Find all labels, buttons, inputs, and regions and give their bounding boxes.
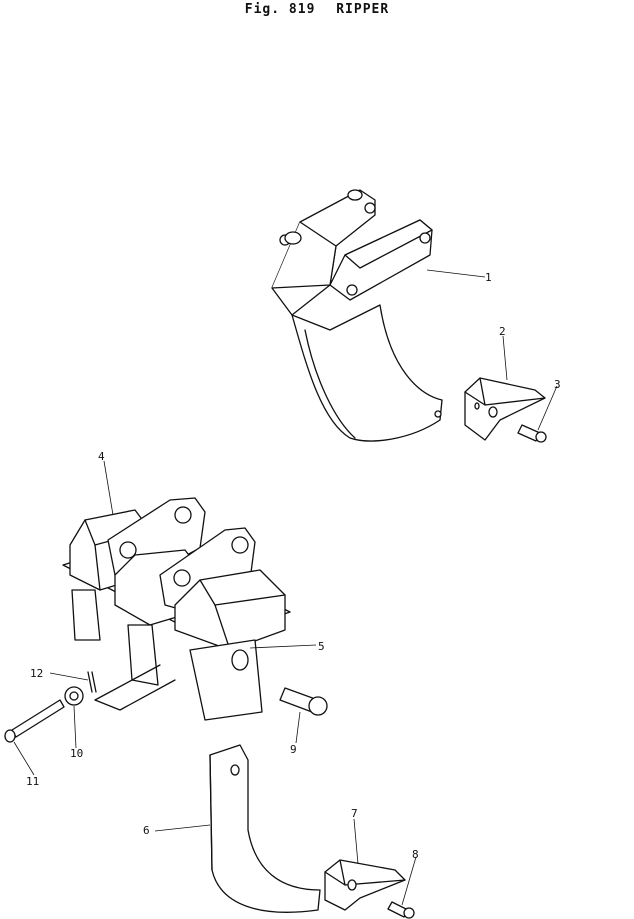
callout-4: 4	[98, 450, 105, 463]
figure-name: RIPPER	[336, 2, 390, 17]
callout-8: 8	[412, 848, 419, 861]
part-11-bolt	[4, 699, 65, 743]
figure-number: Fig. 819	[244, 2, 316, 17]
callout-5: 5	[318, 640, 325, 653]
callout-10: 10	[70, 747, 83, 760]
figure-title: Fig. 819 RIPPER	[0, 2, 634, 17]
callout-7: 7	[351, 807, 358, 820]
callout-9: 9	[290, 743, 297, 756]
callout-3: 3	[554, 378, 561, 391]
part-6-shank	[209, 744, 321, 913]
part-8-pin	[387, 901, 415, 919]
callout-1: 1	[485, 271, 492, 284]
callout-2: 2	[499, 325, 506, 338]
part-12-cotter-pin	[87, 671, 97, 693]
part-3-pin	[517, 424, 547, 443]
part-10-washer	[64, 686, 84, 706]
part-4-frame	[62, 497, 291, 721]
part-2-tooth	[464, 377, 546, 441]
callout-6: 6	[143, 824, 150, 837]
callout-labels: 1 2 3 4 5 6 7 8 9 10 11 12	[26, 271, 561, 861]
callout-11: 11	[26, 775, 39, 788]
part-7-tooth	[324, 859, 406, 911]
callout-12: 12	[30, 667, 43, 680]
part-1-shank-assembly	[271, 189, 443, 442]
leader-lines	[13, 269, 558, 906]
part-9-pin	[279, 687, 328, 716]
